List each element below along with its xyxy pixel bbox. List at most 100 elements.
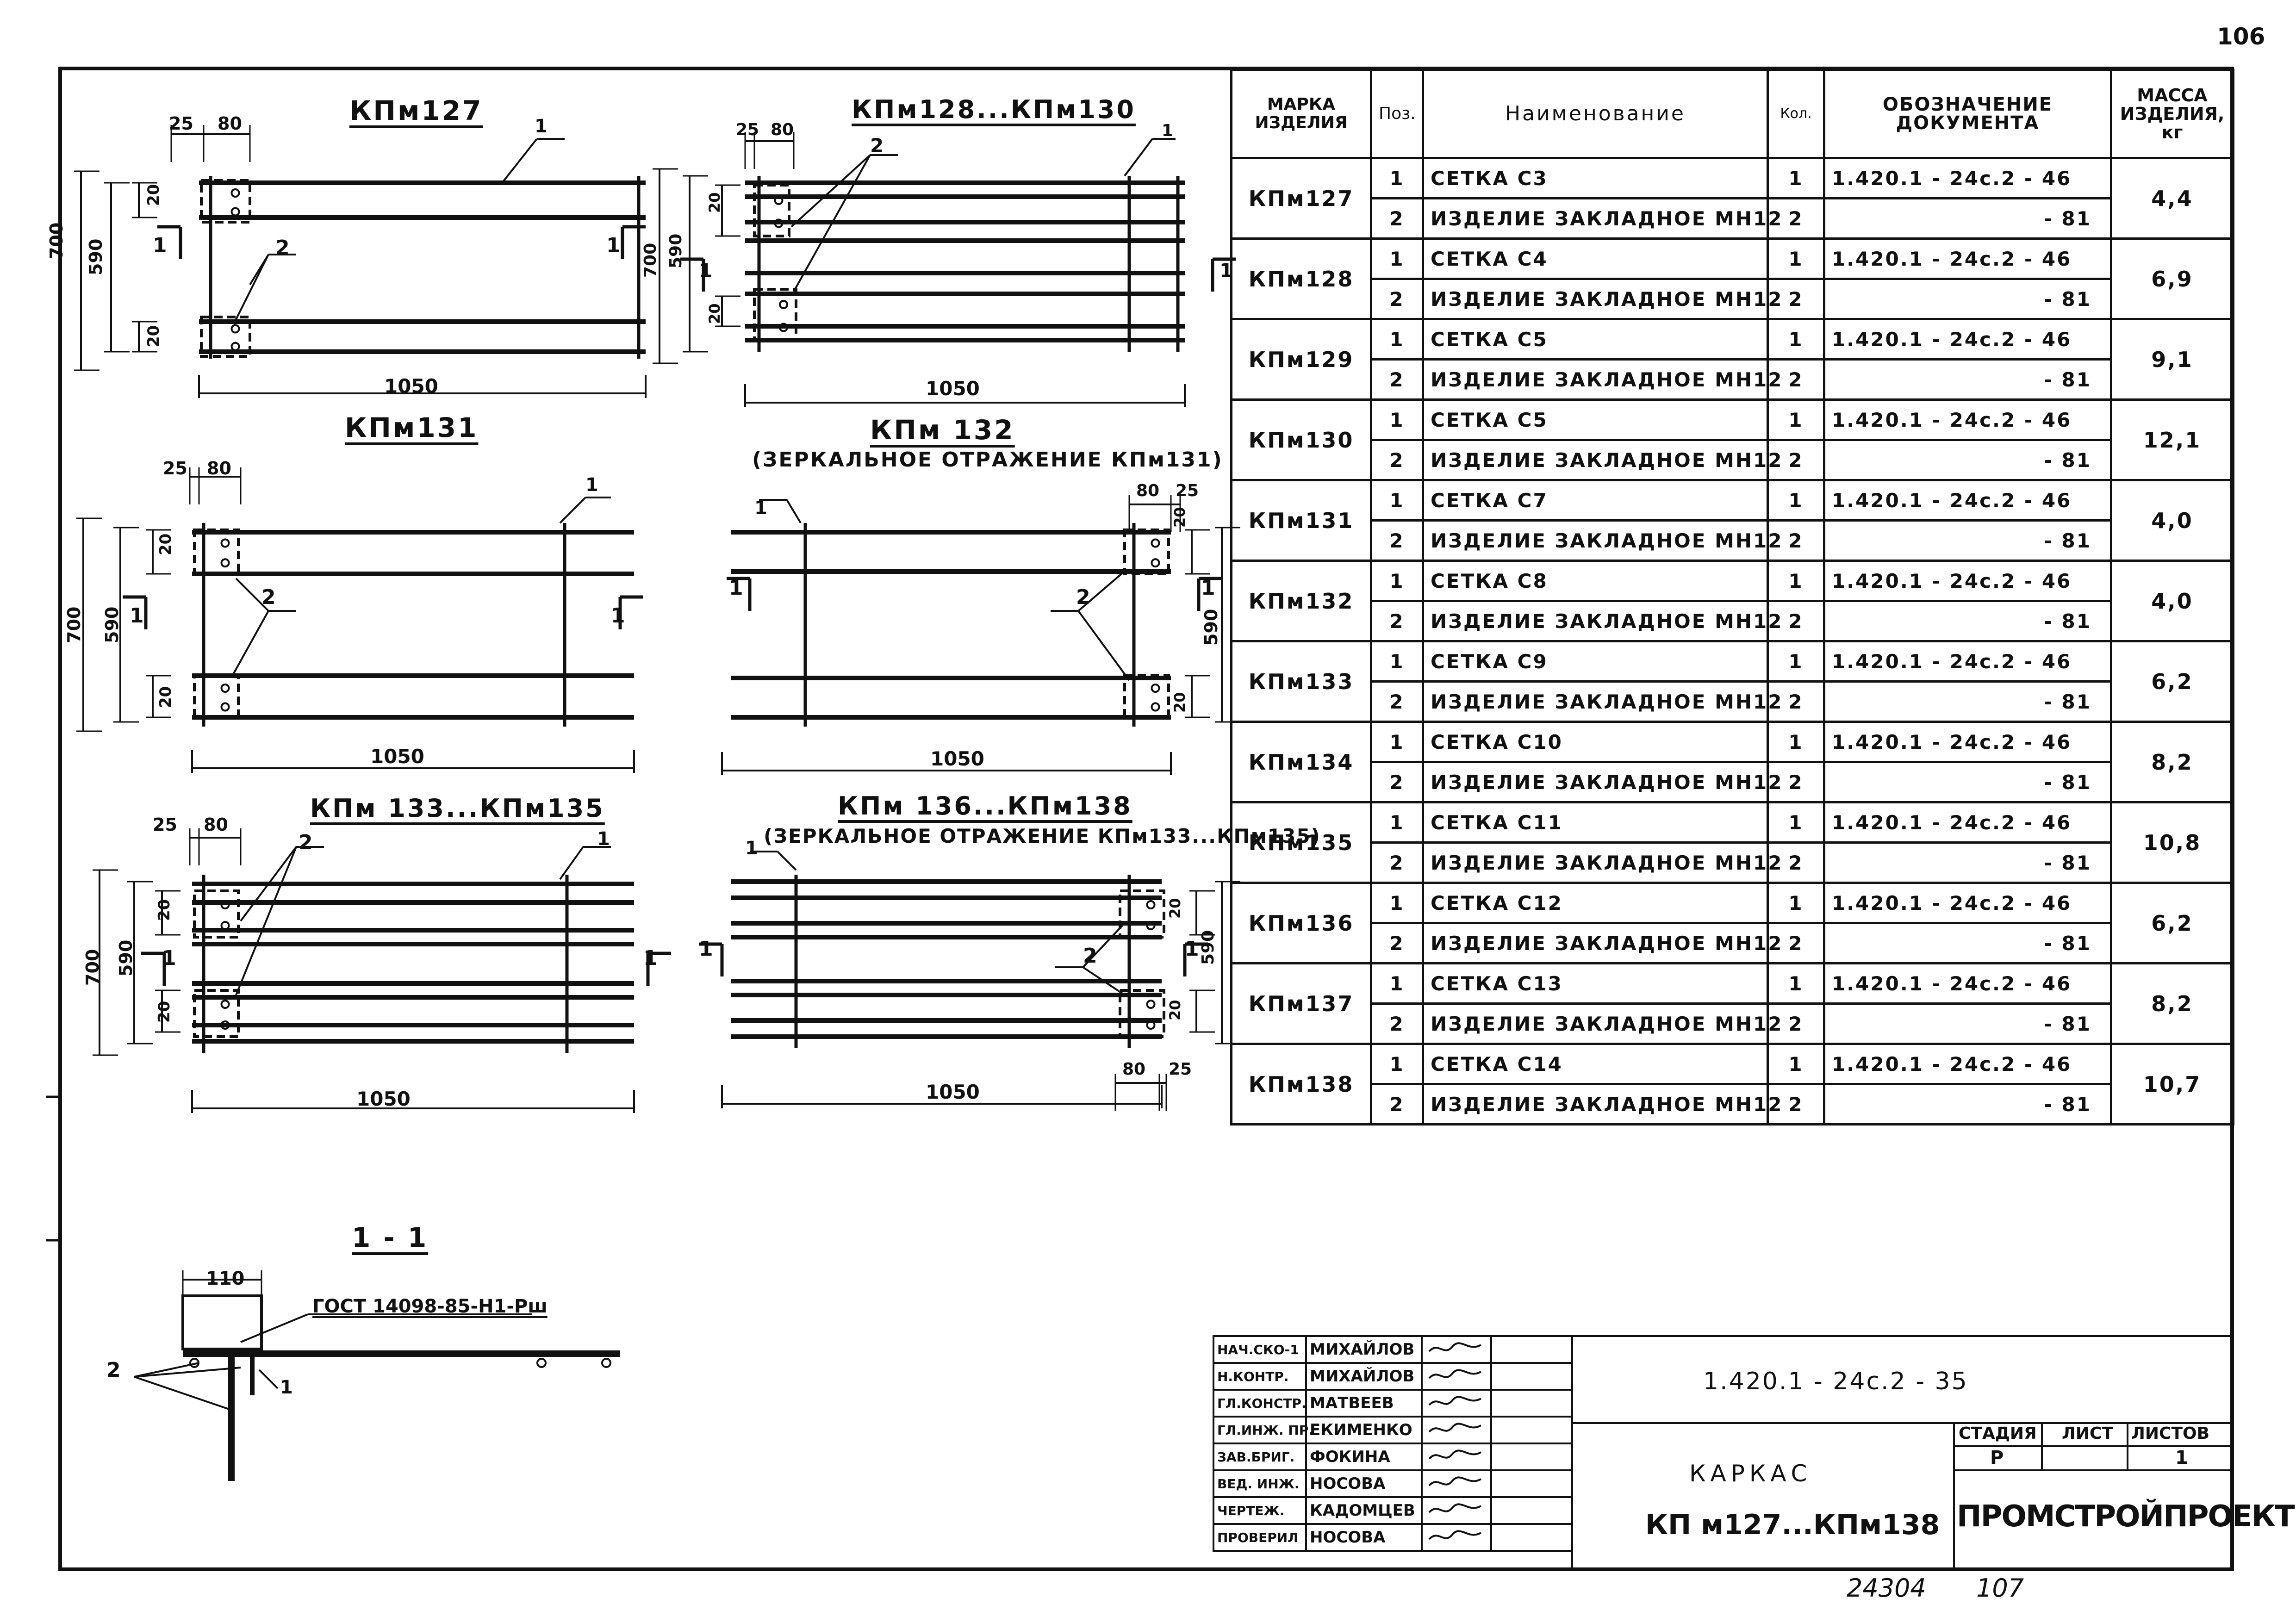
section-mark-left: 1 [699, 937, 713, 961]
row-pos: 1 [1370, 479, 1424, 522]
signature-role: ГЛ.КОНСТР. [1213, 1389, 1307, 1418]
signature-mark [1421, 1469, 1492, 1498]
dim-25: 25 [736, 120, 759, 139]
header-mark: МАРКА ИЗДЕЛИЯ [1230, 68, 1372, 159]
leader-2: 2 [1076, 585, 1090, 609]
row-name: ИЗДЕЛИЕ ЗАКЛАДНОЕ МН12 [1422, 680, 1781, 723]
leader-2: 2 [870, 134, 884, 157]
dim-20b: 20 [1166, 1000, 1184, 1020]
view-title-kpm133-135: КПм 133...КПм135 [310, 794, 605, 823]
dim-25: 25 [1169, 1060, 1192, 1079]
row-doc: 1.420.1 - 24с.2 - 46 [1823, 962, 2112, 1005]
leader-2: 2 [261, 585, 276, 609]
embedded-plate [200, 179, 251, 224]
product-mass: 4,4 [2110, 157, 2234, 240]
specification-table: МАРКА ИЗДЕЛИЯ Поз. Наименование Кол. ОБО… [1230, 68, 2234, 1126]
embedded-plate [1119, 889, 1165, 939]
leader-line [1077, 568, 1128, 612]
anchor-hole [1146, 1000, 1156, 1009]
section-mark-right: 1 [606, 234, 621, 257]
dim-1050: 1050 [926, 377, 980, 400]
row-pos: 2 [1370, 841, 1424, 884]
signature-role: ЗАВ.БРИГ. [1213, 1443, 1307, 1471]
row-doc: - 81 [1823, 278, 2112, 320]
section-mark-left: 1 [153, 234, 167, 257]
drawing-views [46, 125, 1240, 1481]
leader-2: 2 [1083, 944, 1097, 968]
leader-1: 1 [597, 828, 610, 850]
view-title-section-1-1: 1 - 1 [352, 1222, 429, 1253]
leader-2: 2 [299, 831, 313, 854]
row-name: СЕТКА С7 [1422, 479, 1769, 522]
dim-20a: 20 [1171, 507, 1188, 528]
row-doc: 1.420.1 - 24с.2 - 46 [1823, 640, 2112, 683]
gost-note: ГОСТ 14098-85-Н1-Рш [312, 1296, 548, 1317]
leader-line [1082, 925, 1123, 968]
dim-20b: 20 [155, 1001, 174, 1023]
row-pos: 1 [1370, 157, 1424, 199]
dim-700: 700 [641, 243, 660, 278]
leader-line [1124, 138, 1153, 177]
row-name: ИЗДЕЛИЕ ЗАКЛАДНОЕ МН12 [1422, 761, 1781, 803]
row-doc: 1.420.1 - 24с.2 - 46 [1823, 1043, 2112, 1085]
embedded-plate [1119, 989, 1165, 1038]
row-doc: - 81 [1823, 197, 2112, 240]
product-mass: 6,9 [2110, 237, 2234, 320]
dim-590: 590 [116, 939, 136, 976]
row-pos: 1 [1370, 398, 1424, 441]
dim-80: 80 [771, 120, 794, 139]
dim-20a: 20 [706, 192, 723, 213]
row-qty: 2 [1767, 519, 1825, 562]
product-mark: КПм132 [1230, 560, 1372, 642]
row-pos: 1 [1370, 1043, 1424, 1085]
dim-590: 590 [102, 606, 122, 643]
row-name: СЕТКА С5 [1422, 398, 1769, 441]
product-mass: 8,2 [2110, 721, 2234, 803]
row-pos: 2 [1370, 358, 1424, 401]
anchor-hole [230, 188, 240, 198]
row-doc: - 81 [1823, 600, 2112, 642]
signature-name: МАТВЕЕВ [1305, 1389, 1423, 1418]
dim-25: 25 [163, 458, 187, 479]
leader-1: 1 [1162, 121, 1174, 140]
row-qty: 1 [1767, 882, 1825, 924]
product-mark: КПм136 [1230, 882, 1372, 964]
anchor-hole [230, 324, 240, 334]
row-qty: 1 [1767, 801, 1825, 844]
row-qty: 2 [1767, 841, 1825, 884]
anchor-hole [1146, 900, 1156, 909]
leader-line [258, 1369, 279, 1389]
embedded-plate [1123, 674, 1170, 719]
organization-name: ПРОМСТРОЙПРОЕКТ [1957, 1499, 2295, 1534]
row-name: ИЗДЕЛИЕ ЗАКЛАДНОЕ МН12 [1422, 1083, 1781, 1126]
leader-line [793, 155, 871, 292]
stage-label: СТАДИЯ [1959, 1424, 2037, 1443]
leader-line [559, 846, 584, 880]
product-mass: 10,7 [2110, 1043, 2234, 1126]
row-name: ИЗДЕЛИЕ ЗАКЛАДНОЕ МН12 [1422, 1002, 1781, 1045]
header-mass: МАССА ИЗДЕЛИЯ, кг [2110, 68, 2234, 159]
row-qty: 1 [1767, 640, 1825, 683]
row-qty: 1 [1767, 560, 1825, 602]
dim-80: 80 [204, 815, 228, 835]
stage-box [1953, 1422, 2234, 1569]
leader-line [786, 499, 802, 524]
row-pos: 2 [1370, 761, 1424, 803]
section-mark-right: 1 [1220, 259, 1233, 282]
product-mark: КПм127 [1230, 157, 1372, 240]
anchor-hole [1151, 538, 1160, 548]
leader-line [1082, 966, 1126, 996]
dim-20a: 20 [144, 184, 163, 206]
row-pos: 1 [1370, 801, 1424, 844]
table-header-row: МАРКА ИЗДЕЛИЯ Поз. Наименование Кол. ОБО… [1230, 68, 2234, 159]
signature-date [1490, 1496, 1573, 1525]
row-name: ИЗДЕЛИЕ ЗАКЛАДНОЕ МН12 [1422, 358, 1781, 401]
